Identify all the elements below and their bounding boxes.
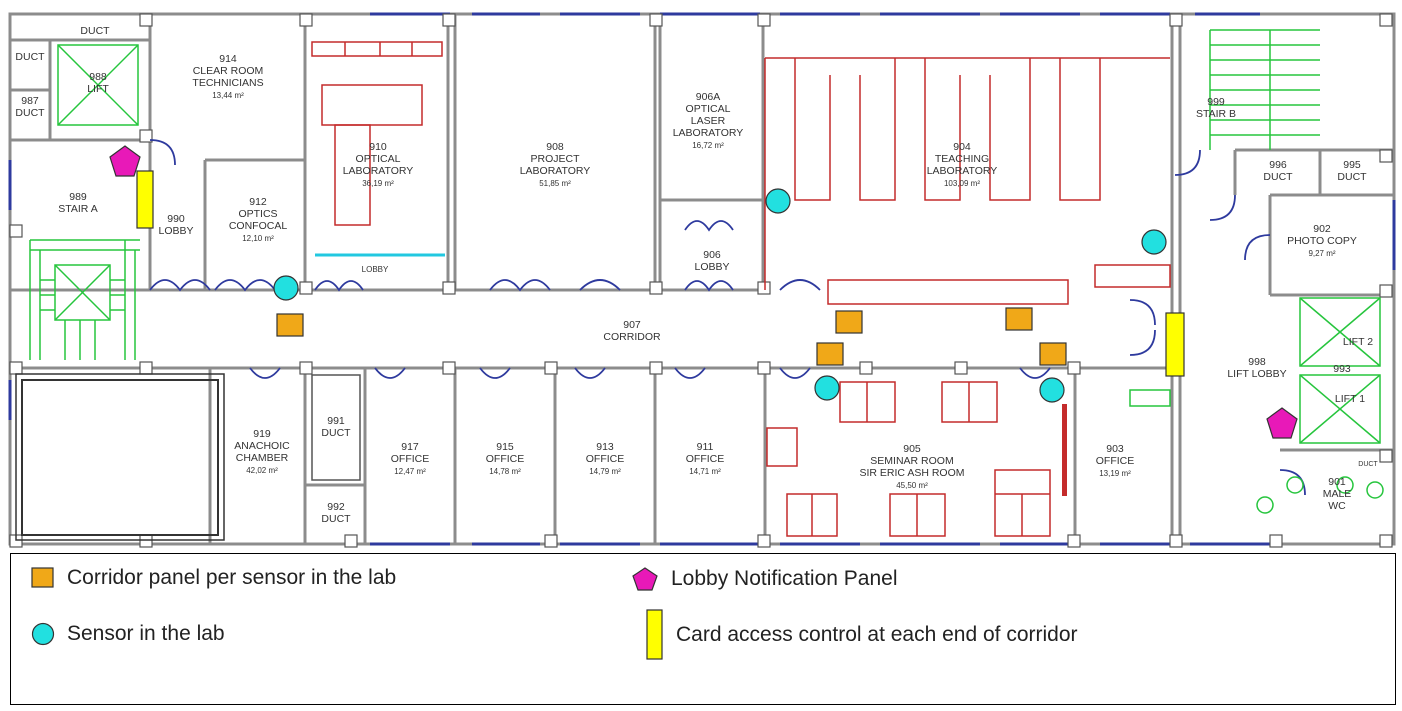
sensor-marker [1039,377,1065,403]
lobby-notification-panels [109,145,1298,439]
lobby-notification-panel-marker [1266,407,1298,439]
legend-card-access-label: Card access control at each end of corri… [676,623,1078,646]
label-duct-small: DUCT [1358,461,1378,468]
legend-corridor-panel-label: Corridor panel per sensor in the lab [67,566,397,589]
legend-item-card-access: Card access control at each end of corri… [646,609,1078,661]
sensor-icon [31,622,55,646]
label-lift2: LIFT 2 [1343,336,1373,348]
corridor-panel-marker [1039,342,1067,366]
sensor-marker [765,188,791,214]
doors [149,139,1306,496]
card-access-controls [136,170,1185,377]
projection-screen [1062,404,1067,496]
lobby-panel-icon [632,567,658,591]
windows-bottom [8,160,1396,546]
corridor-panels [276,307,1067,366]
label-duct-top: DUCT [80,25,110,37]
legend-sensor-label: Sensor in the lab [67,622,225,645]
card-access-icon [646,609,663,660]
building-outline [8,12,1396,546]
corridor-panel-marker [276,313,304,337]
lab-sensors [273,188,1167,403]
card-access-marker [1165,312,1185,377]
label-duct-left: DUCT [15,51,45,63]
label-lobby-910: LOBBY [362,265,389,274]
sensor-marker [814,375,840,401]
card-access-marker [136,170,154,229]
legend: Corridor panel per sensor in the lab Sen… [10,553,1396,705]
corridor-panel-marker [835,310,863,334]
lift-stair-graphics [29,29,1384,514]
sensor-marker [1141,229,1167,255]
legend-item-sensor: Sensor in the lab [31,622,225,646]
duct-991-box [311,374,361,481]
corridor-panel-marker [1005,307,1033,331]
lobby-notification-panel-marker [109,145,141,177]
walls [10,14,1394,544]
corridor-panel-icon [31,567,54,588]
legend-item-lobby-panel: Lobby Notification Panel [631,566,897,592]
corridor-panel-marker [816,342,844,366]
anechoic-chamber-inner [21,379,219,536]
lab-furniture [311,41,1171,537]
sensor-marker [273,275,299,301]
legend-item-corridor-panel: Corridor panel per sensor in the lab [31,566,396,590]
legend-lobby-panel-label: Lobby Notification Panel [671,567,898,590]
anechoic-chamber-outer [15,373,225,541]
